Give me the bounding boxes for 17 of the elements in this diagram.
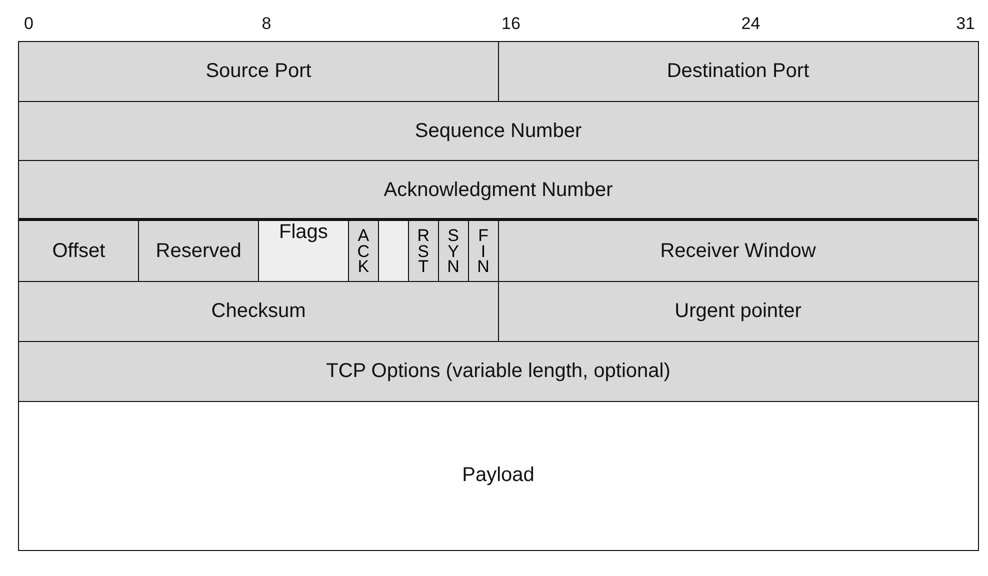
field-cell: Flags (258, 220, 350, 282)
field-cell: Receiver Window (498, 220, 978, 282)
bit-index: 8 (262, 14, 272, 34)
field-cell: TCP Options (variable length, optional) (18, 341, 978, 402)
field-cell: Reserved (138, 220, 260, 282)
field-cell: Acknowledgment Number (18, 160, 978, 222)
bit-index: 31 (956, 14, 975, 34)
field-cell: Urgent pointer (498, 281, 978, 342)
field-cell: Sequence Number (18, 101, 978, 162)
bit-index: 16 (502, 14, 520, 34)
field-cell: Checksum (18, 281, 499, 342)
bit-index: 24 (741, 14, 760, 34)
bit-index: 0 (24, 14, 34, 34)
field-cell: Payload (18, 401, 978, 550)
field-cell: Offset (18, 220, 140, 282)
field-cell: Destination Port (498, 41, 978, 102)
field-cell: Source Port (18, 41, 499, 102)
